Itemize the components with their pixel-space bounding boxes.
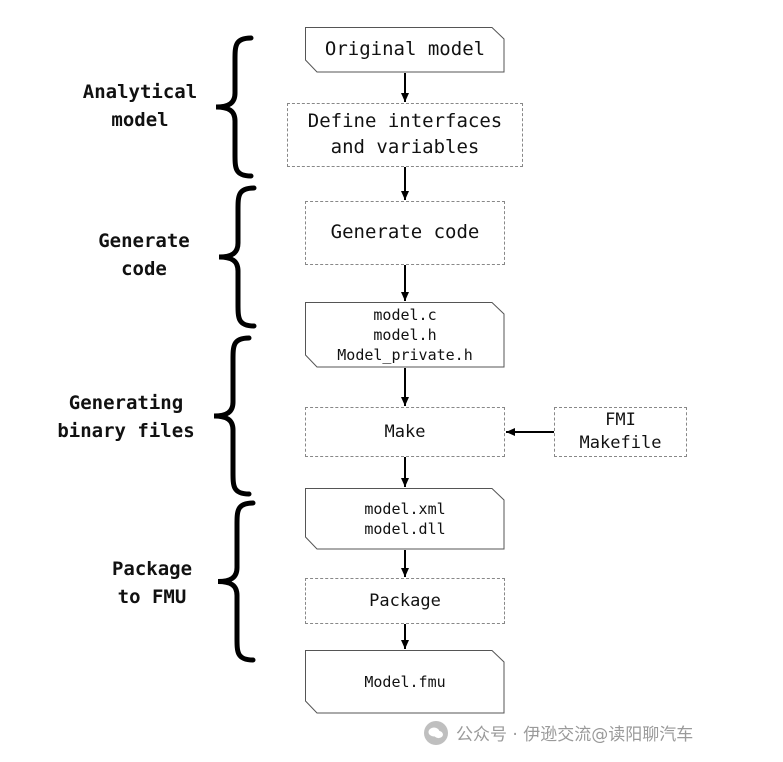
- node-line: and variables: [330, 136, 480, 158]
- watermark-text: 公众号 · 伊逊交流@读阳聊汽车: [456, 725, 694, 745]
- watermark: 公众号 · 伊逊交流@读阳聊汽车: [424, 720, 693, 745]
- stage-label-analytical-model: Analytical model: [83, 79, 197, 134]
- stage-label-package-to-fmu: Package to FMU: [112, 556, 192, 611]
- stage-label-line: Package: [111, 558, 193, 581]
- stage-label-line: to FMU: [117, 586, 187, 608]
- node-make: Make: [305, 407, 505, 457]
- node-line: Define interfaces: [307, 110, 503, 133]
- node-binary-files: model.xml model.dll: [305, 488, 505, 550]
- document-shape: [305, 488, 505, 550]
- node-line: Make: [384, 421, 426, 442]
- node-line: Model.fmu: [364, 672, 446, 691]
- node-line: Original model: [324, 38, 486, 61]
- document-shape: [305, 27, 505, 73]
- node-line: model.h: [373, 325, 437, 344]
- brace-generating-binary-files: [213, 335, 252, 497]
- document-shape: [305, 302, 505, 368]
- node-line: model.c: [373, 305, 437, 324]
- brace-generate-code: [218, 185, 257, 329]
- brace-package-to-fmu: [217, 500, 256, 663]
- stage-label-generate-code: Generate code: [98, 228, 190, 283]
- brace-analytical-model: [215, 35, 254, 179]
- node-line: model.dll: [364, 520, 446, 538]
- stage-label-generating-binary-files: Generating binary files: [57, 390, 194, 445]
- wechat-icon: [424, 720, 448, 745]
- stage-label-line: code: [121, 258, 167, 280]
- node-line: Model_private.h: [337, 346, 473, 365]
- node-model-fmu: Model.fmu: [305, 650, 505, 714]
- document-shape: [305, 650, 505, 714]
- stage-label-line: model: [111, 109, 169, 131]
- stage-label-line: binary files: [57, 420, 195, 442]
- node-generate-code: Generate code: [305, 201, 505, 265]
- node-package: Package: [305, 578, 505, 624]
- node-line: Makefile: [579, 433, 662, 453]
- stage-label-line: Generate: [98, 230, 190, 253]
- node-line: model.xml: [364, 499, 446, 518]
- node-original-model: Original model: [305, 27, 505, 73]
- node-line: FMI: [605, 410, 636, 431]
- node-define-interfaces: Define interfaces and variables: [287, 103, 523, 167]
- stage-label-line: Analytical: [82, 81, 198, 104]
- node-line: Package: [369, 590, 441, 611]
- node-line: Generate code: [330, 221, 480, 244]
- stage-label-line: Generating: [68, 392, 184, 415]
